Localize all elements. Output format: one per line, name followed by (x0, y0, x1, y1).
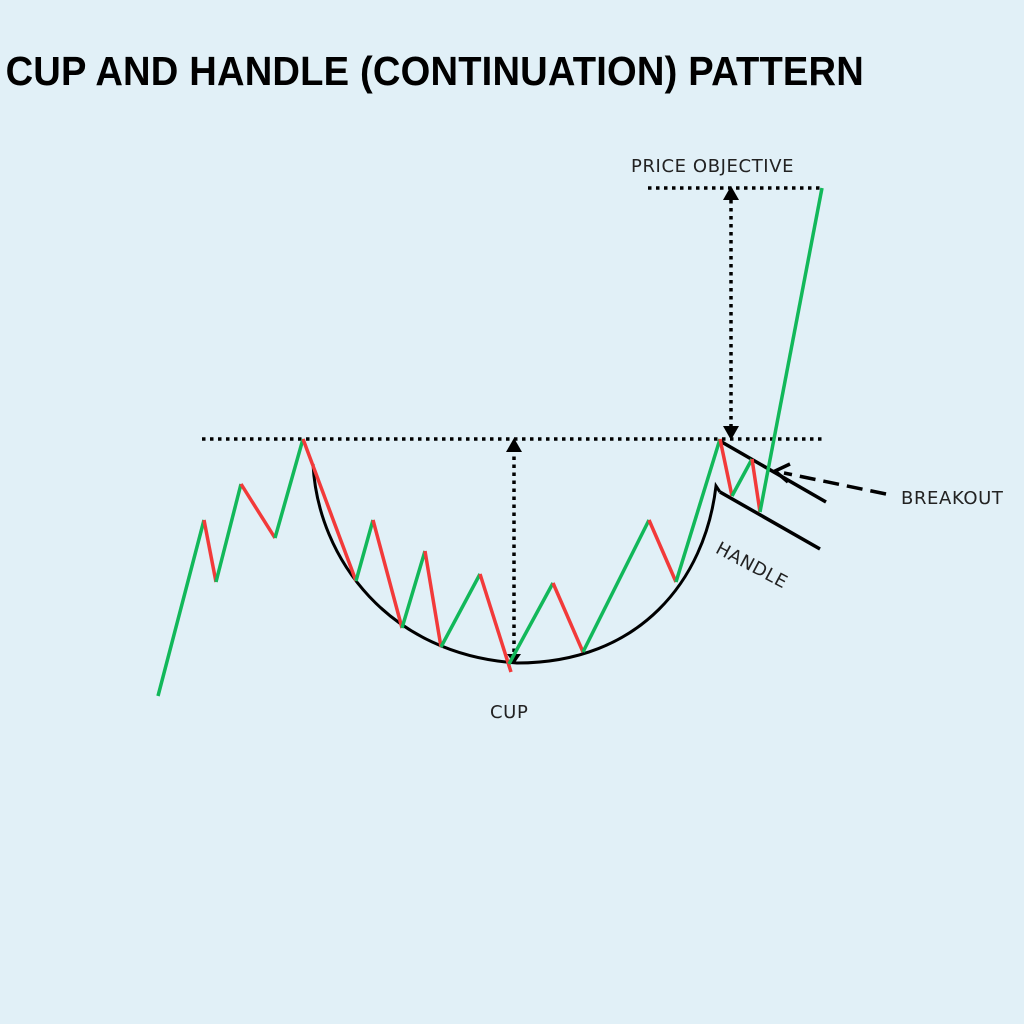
price-objective-label: PRICE OBJECTIVE (631, 156, 795, 177)
breakout-arrow (783, 471, 887, 496)
page-title: CUP AND HANDLE (CONTINUATION) PATTERN (5, 48, 864, 94)
arrow-up-icon (506, 438, 522, 452)
price-path (156, 187, 824, 697)
arrow-up-icon (723, 186, 739, 200)
cup-curve (311, 463, 722, 665)
handle-lower-line (719, 490, 821, 551)
cup-label: CUP (490, 702, 529, 723)
arrow-head-icon (771, 462, 791, 484)
breakout-label: BREAKOUT (901, 488, 1004, 509)
arrow-down-icon (507, 654, 521, 664)
arrow-down-icon (723, 426, 739, 440)
